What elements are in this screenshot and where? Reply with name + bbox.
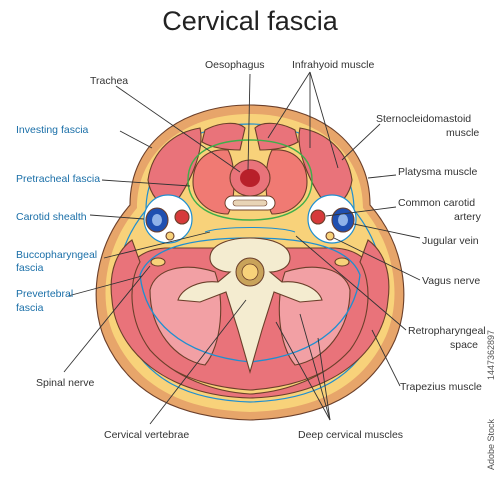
labels: Oesophagus Infrahyoid muscle Trachea Inv…: [16, 59, 486, 441]
label-trachea: Trachea: [90, 75, 128, 87]
label-jugular-vein: Jugular vein: [422, 235, 479, 247]
leader-infrahyoid-a: [267, 71, 311, 139]
leader-cervical-vertebrae: [149, 299, 247, 425]
label-deep-cervical: Deep cervical muscles: [298, 429, 403, 441]
vertebral-body: [177, 237, 323, 375]
leader-infrahyoid-c: [309, 71, 339, 169]
watermark: 1447362897 Adobe Stock: [486, 330, 496, 470]
pretracheal-fascia-line: [187, 139, 313, 221]
jugular-vein-left-inner: [152, 214, 162, 226]
neck-cross-section: [95, 104, 405, 421]
leader-platysma: [367, 174, 397, 179]
leader-common-carotid: [325, 206, 397, 217]
label-platysma: Platysma muscle: [398, 166, 478, 178]
leader-trachea: [115, 85, 241, 173]
infrahyoid-right: [254, 122, 299, 151]
label-pretracheal-fascia: Pretracheal fascia: [16, 173, 100, 185]
common-carotid-right: [310, 209, 326, 225]
spinal-nerve-left: [150, 257, 166, 267]
watermark-id: 1447362897: [486, 330, 496, 380]
label-retro-line2: space: [450, 339, 478, 351]
leader-oesophagus: [247, 73, 251, 171]
leader-deep-cervical-b: [299, 313, 331, 421]
infrahyoid-left: [201, 122, 246, 151]
leader-pretracheal: [101, 179, 191, 187]
diagram-title: Cervical fascia: [162, 6, 339, 36]
leader-deep-cervical-a: [275, 321, 331, 421]
leader-vagus: [333, 237, 421, 281]
trapezius-band: [110, 239, 390, 399]
leader-carotid-sheath: [89, 214, 145, 220]
prevertebral-fascia-line: [139, 237, 361, 363]
label-retro-line1: Retropharyngeal: [408, 325, 486, 337]
label-investing-fascia: Investing fascia: [16, 124, 89, 136]
vagus-nerve-left: [165, 231, 175, 241]
label-bucco-line1: Buccopharyngeal: [16, 249, 97, 261]
label-bucco-line2: fascia: [16, 262, 44, 274]
leader-jugular: [353, 223, 421, 239]
spinal-nerve-right: [334, 257, 350, 267]
buccopharyngeal-fascia-line: [204, 227, 296, 233]
label-common-carotid-line2: artery: [454, 211, 482, 223]
leader-deep-cervical-c: [317, 337, 331, 421]
label-cervical-vertebrae: Cervical vertebrae: [104, 429, 189, 441]
label-carotid-sheath: Carotid shealth: [16, 211, 87, 223]
leader-spinal-nerve: [63, 265, 151, 373]
leader-investing: [119, 130, 153, 149]
label-spinal-nerve: Spinal nerve: [36, 377, 95, 389]
leader-retropharyngeal: [295, 235, 407, 331]
label-oesophagus: Oesophagus: [205, 59, 265, 71]
leader-buccopharyngeal: [103, 231, 211, 259]
label-prevertebral-line2: fascia: [16, 302, 44, 314]
trachea-lumen: [240, 169, 260, 187]
leader-scm: [341, 123, 381, 161]
label-vagus-nerve: Vagus nerve: [422, 275, 480, 287]
common-carotid-left: [174, 209, 190, 225]
label-trapezius: Trapezius muscle: [400, 381, 482, 393]
jugular-vein-right-inner: [338, 214, 348, 226]
watermark-brand: Adobe Stock: [486, 418, 496, 470]
oesophagus-inner: [232, 199, 268, 207]
label-common-carotid-line1: Common carotid: [398, 197, 475, 209]
leader-lines: [63, 71, 421, 425]
label-prevertebral-line1: Prevertebral: [16, 288, 73, 300]
label-scm-line2: muscle: [446, 127, 479, 139]
leader-prevertebral: [67, 275, 143, 297]
label-infrahyoid: Infrahyoid muscle: [292, 59, 374, 71]
vagus-nerve-right: [325, 231, 335, 241]
label-scm-line1: Sternocleidomastoid: [376, 113, 471, 125]
spinal-cord: [241, 263, 259, 281]
leader-trapezius: [371, 329, 401, 387]
